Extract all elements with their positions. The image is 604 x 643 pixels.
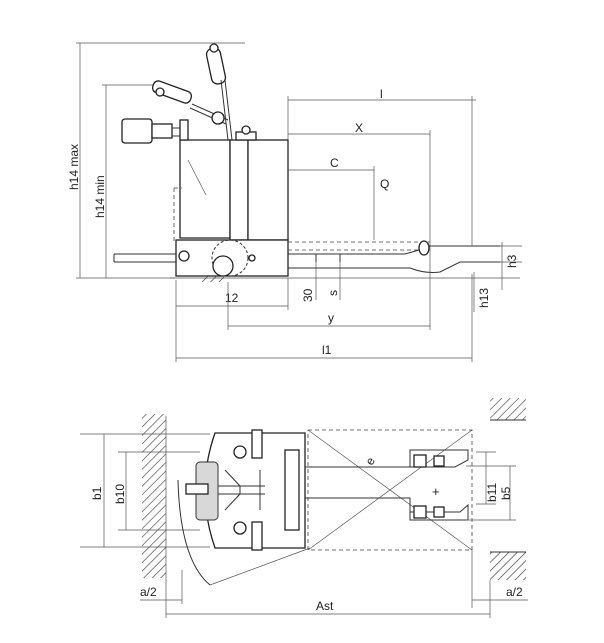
h14-max-dimension: h14 max	[67, 42, 245, 279]
h3-label: h3	[505, 254, 519, 268]
l-label: l	[380, 87, 383, 101]
svg-text:+: +	[432, 484, 440, 499]
h14-max-label: h14 max	[67, 144, 81, 190]
truck-top	[185, 429, 306, 551]
b10-dimension: b10	[113, 451, 200, 531]
l1-dimension: l1	[176, 274, 473, 362]
h13-label: h13	[477, 288, 491, 308]
x-dimension: X	[288, 121, 431, 330]
b1-label: b1	[90, 486, 104, 500]
chassis-body	[113, 119, 289, 282]
l1-label: l1	[322, 343, 332, 357]
l2-label: 12	[225, 291, 239, 305]
y-label: y	[328, 311, 334, 325]
c-label: C	[330, 156, 339, 170]
wall-top-right	[490, 398, 526, 420]
ast-label: Ast	[316, 599, 334, 613]
load-outline: e +	[307, 429, 473, 551]
forks	[288, 240, 500, 273]
tiller-arm	[121, 43, 233, 144]
d30-s-dimension: 30 s	[301, 262, 341, 302]
l-dimension: l	[287, 87, 476, 246]
side-view: h14 max h14 min	[67, 42, 522, 362]
h3-dimension: h3	[500, 242, 522, 290]
x-label: X	[355, 121, 363, 135]
ast-dimension: a/2 a/2 Ast	[140, 416, 528, 618]
y-dimension: y	[227, 282, 430, 330]
c-q-dimension: C Q	[288, 156, 389, 240]
e-label: e	[362, 454, 378, 467]
h13-dimension: h13	[473, 272, 491, 312]
wall-bottom-right	[490, 552, 526, 580]
a2-right-label: a/2	[506, 585, 523, 599]
q-label: Q	[380, 177, 389, 191]
turning-arc	[177, 479, 211, 586]
forks-top	[305, 449, 469, 521]
wall-left	[142, 414, 166, 578]
d30-label: 30	[301, 288, 315, 302]
h14-min-label: h14 min	[93, 175, 107, 218]
a2-left-label: a/2	[140, 585, 157, 599]
top-view: b1 b10	[80, 398, 528, 618]
b1-dimension: b1	[80, 433, 210, 548]
b11-label: b11	[485, 483, 499, 502]
l2-dimension: 12	[175, 278, 289, 362]
b11-b5-dimension: b11 b5	[466, 451, 516, 521]
b10-label: b10	[113, 484, 127, 504]
s-label: s	[326, 290, 340, 296]
b5-label: b5	[499, 486, 513, 500]
h14-min-dimension: h14 min	[93, 84, 165, 278]
